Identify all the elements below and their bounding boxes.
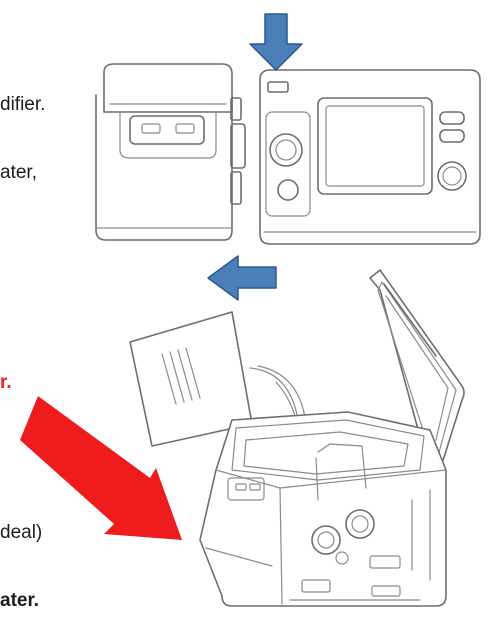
down-arrow-icon <box>250 14 302 70</box>
cpap-base-device <box>260 70 480 244</box>
humidifier-side-view <box>96 64 245 240</box>
open-humidifier-fill-view <box>130 270 464 606</box>
left-arrow-icon <box>208 256 276 300</box>
